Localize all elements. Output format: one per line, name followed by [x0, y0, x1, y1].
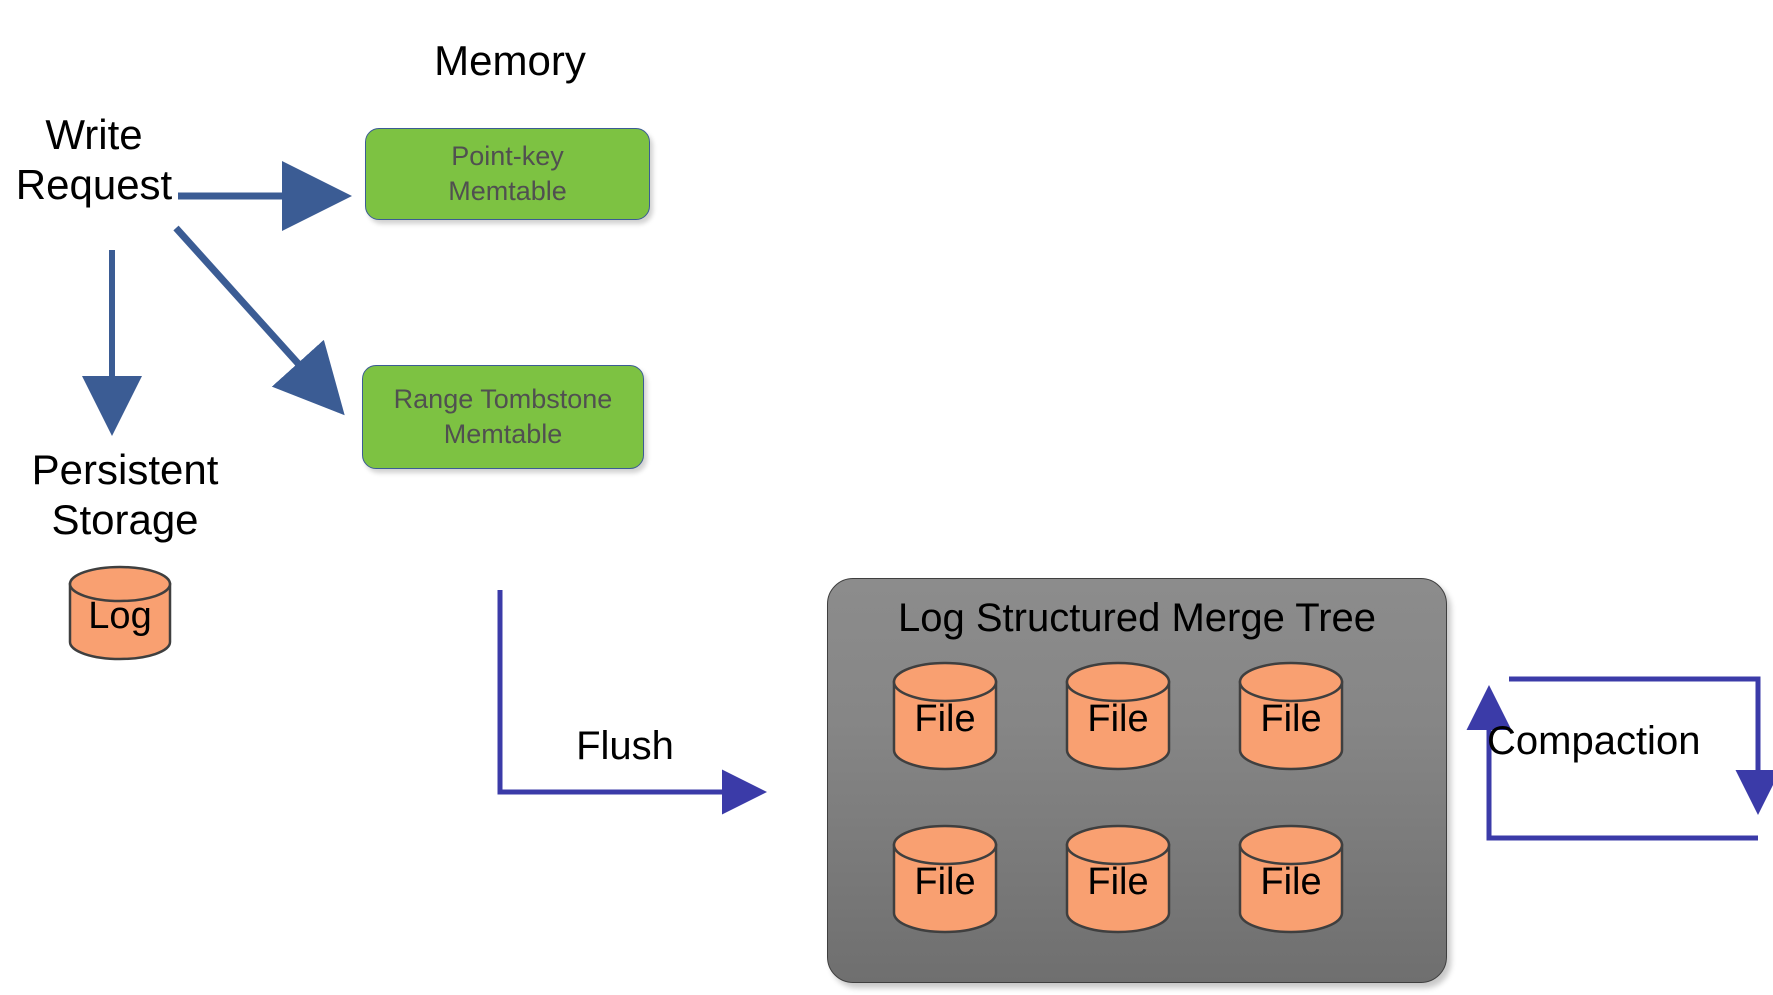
- file-cylinder[interactable]: File: [1236, 823, 1346, 935]
- lsm-tree-title: Log Structured Merge Tree: [897, 596, 1377, 640]
- log-cylinder-shape: [68, 565, 172, 661]
- flush-label: Flush: [576, 724, 674, 768]
- file-cylinder[interactable]: File: [890, 823, 1000, 935]
- file-cylinder[interactable]: File: [1236, 660, 1346, 772]
- compaction-label: Compaction: [1487, 719, 1701, 763]
- file-cylinder[interactable]: File: [1063, 823, 1173, 935]
- file-cylinder-shape: [892, 824, 998, 934]
- persistent-storage-label: Persistent Storage: [31, 446, 219, 543]
- range-tombstone-memtable-box[interactable]: Range Tombstone Memtable: [362, 365, 644, 469]
- point-key-memtable-box[interactable]: Point-key Memtable: [365, 128, 650, 220]
- file-cylinder-shape: [1238, 824, 1344, 934]
- write-request-label: Write Request: [15, 111, 173, 208]
- file-cylinder-shape: [1238, 661, 1344, 771]
- arrow-write-to-range-tombstone-memtable: [173, 225, 345, 416]
- log-cylinder[interactable]: Log: [66, 565, 174, 661]
- memory-label: Memory: [434, 37, 586, 84]
- file-cylinder-shape: [892, 661, 998, 771]
- file-cylinder[interactable]: File: [1063, 660, 1173, 772]
- file-cylinder-shape: [1065, 824, 1171, 934]
- file-cylinder-shape: [1065, 661, 1171, 771]
- file-cylinder[interactable]: File: [890, 660, 1000, 772]
